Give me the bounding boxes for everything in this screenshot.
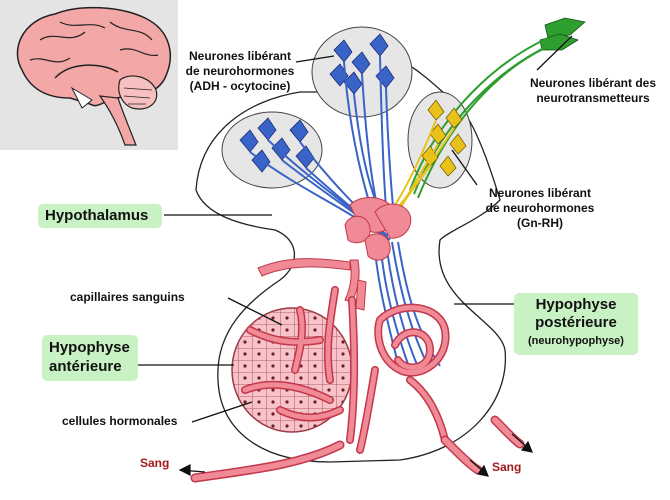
label-hypophyse-posterieure-line3: (neurohypophyse)	[528, 335, 624, 347]
label-neurones-adh: Neurones libérant de neurohormones (ADH …	[170, 49, 310, 94]
label-box-hypophyse-posterieure: Hypophyse postérieure (neurohypophyse)	[514, 293, 638, 355]
leader-lines	[138, 35, 573, 423]
label-cellules: cellules hormonales	[62, 414, 178, 428]
label-neurones-gnrh-line3: (Gn-RH)	[517, 216, 563, 230]
label-sang-right: Sang	[492, 460, 522, 474]
portal-capillaries	[257, 197, 412, 311]
label-capillaires: capillaires sanguins	[70, 290, 185, 304]
blood-flow-arrows	[178, 433, 533, 477]
label-neurones-adh-line3: (ADH - ocytocine)	[189, 79, 291, 93]
label-hypophyse-posterieure-line1: Hypophyse	[535, 296, 617, 313]
label-neurones-neurotransmetteurs: Neurones libérant des neurotransmetteurs	[518, 76, 668, 106]
posterior-pituitary	[356, 303, 450, 454]
label-neurones-gnrh-line1: Neurones libérant	[488, 186, 592, 200]
label-neurones-gnrh: Neurones libérant de neurohormones (Gn-R…	[470, 186, 610, 231]
label-sang-left: Sang	[140, 456, 170, 470]
label-hypophyse-posterieure-line2: postérieure	[535, 314, 617, 331]
anterior-pituitary	[231, 286, 359, 444]
label-neurones-gnrh-line2: de neurohormones	[485, 201, 595, 215]
green-neurons	[409, 17, 586, 199]
label-box-hypophyse-anterieure: Hypophyse antérieure	[42, 335, 138, 381]
blood-vessels-out	[190, 415, 525, 483]
brain-inset	[0, 0, 178, 150]
label-neurones-nt-line1: Neurones libérant des	[529, 76, 657, 90]
label-box-hypothalamus: Hypothalamus	[38, 204, 162, 228]
label-hypophyse-anterieure-line2: antérieure	[49, 358, 122, 375]
label-neurones-adh-line2: de neurohormones	[185, 64, 295, 78]
label-neurones-adh-line1: Neurones libérant	[188, 49, 292, 63]
label-hypophyse-anterieure-line1: Hypophyse	[49, 339, 130, 356]
label-neurones-nt-line2: neurotransmetteurs	[536, 91, 650, 105]
blue-neurons	[239, 33, 395, 173]
